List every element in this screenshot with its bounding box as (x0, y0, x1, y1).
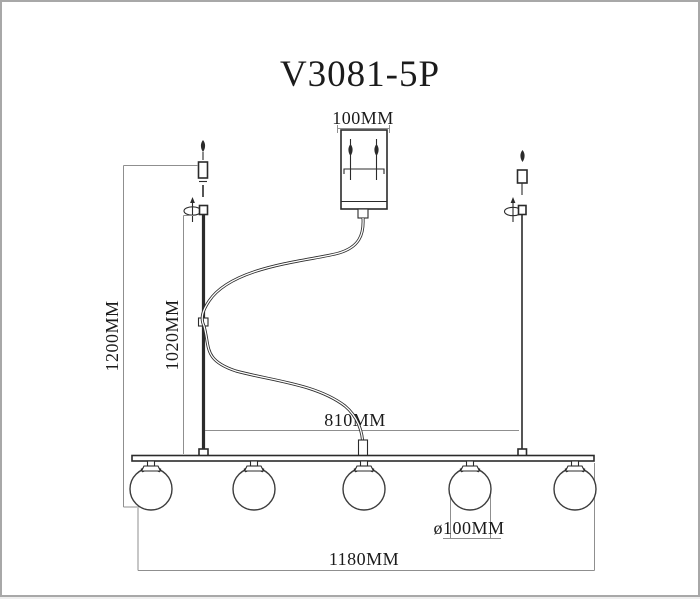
globe-3 (342, 460, 386, 511)
globe-2 (232, 460, 276, 511)
drawing-title: V3081-5P (280, 54, 440, 95)
globes (129, 460, 597, 511)
globe-4-socket (459, 465, 481, 472)
left-ceiling-screw-icon (200, 140, 206, 152)
right-ceiling-cup (516, 169, 528, 184)
label-canopy-width: 100MM (332, 108, 394, 128)
globe-2-neck (249, 460, 259, 467)
left-ceiling-cup (197, 161, 209, 179)
left-hanger (183, 140, 209, 459)
cord-bar-fitting (357, 439, 369, 458)
right-swivel-arrow-icon (510, 197, 516, 203)
label-bar-length: 1180MM (329, 549, 399, 569)
globe-5-neck (570, 460, 580, 467)
canopy-mount-strap (343, 168, 385, 174)
globe-5-socket (564, 465, 586, 472)
canopy-screw-right-icon (374, 144, 379, 156)
right-hanger (503, 150, 528, 459)
globe-4-glass (448, 467, 492, 511)
globe-1-socket (140, 465, 162, 472)
globe-1-neck (146, 460, 156, 467)
globe-3-glass (342, 467, 386, 511)
label-overall-drop: 1200MM (102, 300, 122, 371)
label-rod-drop: 1020MM (162, 299, 182, 370)
canopy-screw-left-icon (348, 144, 353, 156)
label-hanger-spacing: 810MM (324, 410, 386, 430)
globe-5-glass (553, 467, 597, 511)
globe-2-socket (243, 465, 265, 472)
right-ceiling-screw-icon (520, 150, 525, 162)
left-swivel-arrow-icon (190, 197, 195, 203)
globe-3-socket (353, 465, 375, 472)
canopy (340, 129, 388, 219)
left-rod-coupler (198, 204, 209, 216)
fixture-bar (131, 454, 595, 462)
cord-core (201, 217, 364, 449)
globe-2-glass (232, 467, 276, 511)
globe-5 (553, 460, 597, 511)
globe-1-glass (129, 467, 173, 511)
canopy-cord-grip (357, 208, 369, 219)
globe-4-neck (465, 460, 475, 467)
globe-3-neck (359, 460, 369, 467)
right-rod-coupler (517, 204, 527, 216)
globe-4 (448, 460, 492, 511)
label-globe-diameter: ø100MM (433, 518, 504, 538)
globe-1 (129, 460, 173, 511)
